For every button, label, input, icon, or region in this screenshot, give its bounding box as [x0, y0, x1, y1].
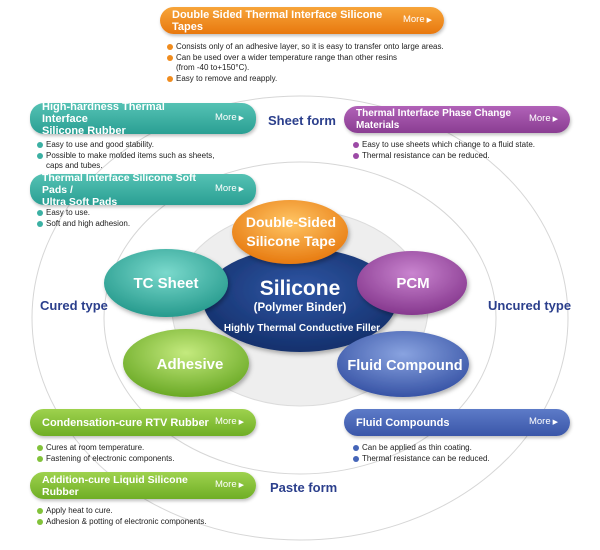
fluid-more-link[interactable]: More▶: [528, 416, 558, 427]
tapes-more-link[interactable]: More▶: [402, 14, 432, 25]
more-arrow-icon: ▶: [552, 116, 558, 123]
softpads-bullet: Soft and high adhesion.: [37, 219, 237, 230]
pcm-more-link[interactable]: More▶: [528, 113, 558, 124]
pcm-box[interactable]: Thermal Interface Phase Change Materials…: [344, 106, 570, 133]
hardness-bullet: Easy to use and good stability.: [37, 140, 257, 151]
liquid-bullet: Apply heat to cure.: [37, 506, 277, 517]
tapes-bullet: Easy to remove and reapply.: [167, 74, 457, 85]
rtv-title: Condensation-cure RTV Rubber: [42, 416, 209, 429]
tapes-box[interactable]: Double Sided Thermal Interface Silicone …: [160, 7, 444, 34]
more-arrow-icon: ▶: [238, 482, 244, 489]
more-arrow-icon: ▶: [238, 186, 244, 193]
hardness-title: High-hardness Thermal Interface Silicone…: [42, 100, 165, 137]
softpads-box[interactable]: Thermal Interface Silicone Soft Pads / U…: [30, 171, 256, 208]
fluid-bullet: Can be applied as thin coating.: [353, 443, 573, 454]
rtv-box[interactable]: Condensation-cure RTV Rubber More▶: [30, 409, 256, 436]
sheet-form-label: Sheet form: [268, 113, 336, 128]
fluid-compound-label: Fluid Compound: [347, 358, 462, 374]
center-subtitle: (Polymer Binder): [254, 302, 347, 314]
rtv-bullet: Fastening of electronic components.: [37, 454, 257, 465]
softpads-more-link[interactable]: More▶: [214, 183, 244, 194]
fluid-title: Fluid Compounds: [356, 416, 450, 429]
center-caption: Highly Thermal Conductive Filler: [224, 323, 380, 334]
liquid-more-link[interactable]: More▶: [214, 479, 244, 490]
fluid-box[interactable]: Fluid Compounds More▶: [344, 409, 570, 436]
tape-oval[interactable]: [232, 200, 348, 264]
pcm-bullet: Easy to use sheets which change to a flu…: [353, 140, 583, 151]
tc-sheet-label: TC Sheet: [133, 275, 198, 292]
more-arrow-icon: ▶: [238, 115, 244, 122]
tapes-bullet: Consists only of an adhesive layer, so i…: [167, 42, 457, 53]
fluid-bullet: Thermal resistance can be reduced.: [353, 454, 573, 465]
pcm-title: Thermal Interface Phase Change Materials: [356, 107, 512, 131]
fluid-compound-oval[interactable]: [337, 331, 469, 397]
more-arrow-icon: ▶: [552, 419, 558, 426]
softpads-bullet: Easy to use.: [37, 208, 237, 219]
rtv-bullets: Cures at room temperature. Fastening of …: [37, 443, 257, 464]
liquid-bullets: Apply heat to cure. Adhesion & potting o…: [37, 506, 277, 527]
tapes-bullet: Can be used over a wider temperature ran…: [167, 53, 457, 74]
adhesive-oval[interactable]: [123, 329, 249, 397]
cured-type-label: Cured type: [40, 298, 108, 313]
liquid-title: Addition-cure Liquid Silicone Rubber: [42, 473, 188, 498]
softpads-bullets: Easy to use. Soft and high adhesion.: [37, 208, 237, 229]
liquid-bullet: Adhesion & potting of electronic compone…: [37, 517, 277, 528]
tc-sheet-oval[interactable]: [104, 249, 228, 317]
pcm-bullet: Thermal resistance can be reduced.: [353, 151, 583, 162]
paste-form-label: Paste form: [270, 480, 338, 495]
tape-oval-line2: Silicone Tape: [246, 233, 335, 249]
hardness-box[interactable]: High-hardness Thermal Interface Silicone…: [30, 100, 256, 137]
softpads-title: Thermal Interface Silicone Soft Pads / U…: [42, 171, 197, 208]
rtv-bullet: Cures at room temperature.: [37, 443, 257, 454]
tapes-title: Double Sided Thermal Interface Silicone …: [172, 8, 383, 33]
silicone-core: [203, 248, 397, 352]
tapes-bullets: Consists only of an adhesive layer, so i…: [167, 42, 457, 84]
pcm-label: PCM: [396, 275, 429, 292]
more-arrow-icon: ▶: [238, 419, 244, 426]
center-title: Silicone: [260, 277, 341, 300]
pcm-oval[interactable]: [357, 251, 467, 315]
hardness-more-link[interactable]: More▶: [214, 112, 244, 123]
liquid-box[interactable]: Addition-cure Liquid Silicone Rubber Mor…: [30, 472, 256, 499]
more-arrow-icon: ▶: [426, 17, 432, 24]
adhesive-label: Adhesive: [157, 356, 224, 373]
pcm-bullets: Easy to use sheets which change to a flu…: [353, 140, 583, 161]
outer-ring: [31, 95, 569, 541]
hardness-bullet: Possible to make molded items such as sh…: [37, 151, 257, 172]
tape-oval-line1: Double-Sided: [246, 214, 336, 230]
hardness-bullets: Easy to use and good stability. Possible…: [37, 140, 257, 172]
inner-ring: [103, 161, 497, 475]
uncured-type-label: Uncured type: [488, 298, 572, 313]
fluid-bullets: Can be applied as thin coating. Thermal …: [353, 443, 573, 464]
rtv-more-link[interactable]: More▶: [214, 416, 244, 427]
